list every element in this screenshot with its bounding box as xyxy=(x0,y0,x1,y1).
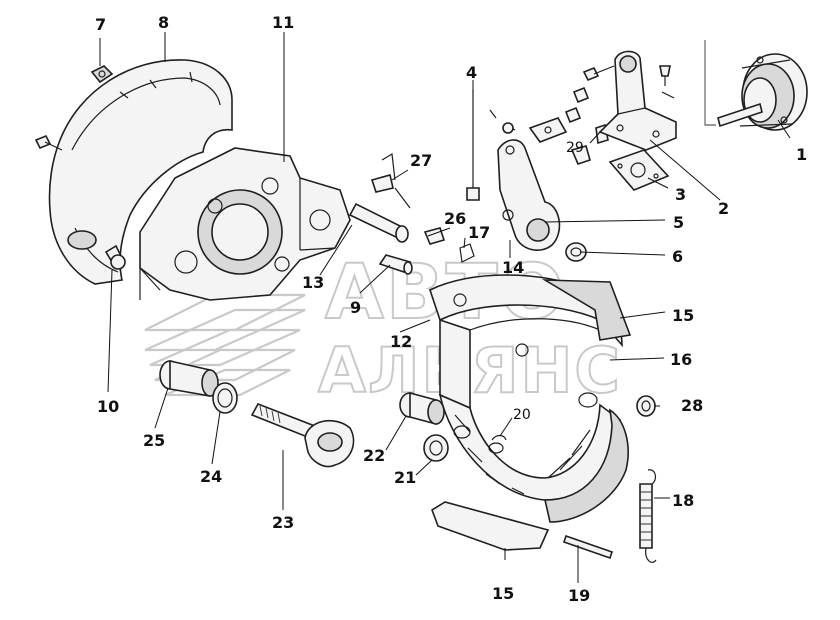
callout-labels: 1 2 3 4 5 6 7 8 9 10 11 12 13 14 15 15 1… xyxy=(95,13,807,605)
callout-12: 12 xyxy=(390,332,412,351)
leader-lines xyxy=(99,32,791,583)
callout-23: 23 xyxy=(272,513,294,532)
chamber-guide-line xyxy=(704,40,716,126)
seal-ring-part xyxy=(212,382,238,414)
callout-7: 7 xyxy=(95,15,106,34)
callout-24: 24 xyxy=(200,467,222,486)
callout-28: 28 xyxy=(681,396,703,415)
callout-27: 27 xyxy=(410,151,432,170)
callout-10: 10 xyxy=(97,397,119,416)
spacer-part xyxy=(565,242,587,262)
callout-29: 29 xyxy=(566,140,584,156)
callout-18: 18 xyxy=(672,491,694,510)
chamber-bracket-part xyxy=(598,50,677,151)
gasket-part xyxy=(608,149,670,191)
callout-26: 26 xyxy=(444,209,466,228)
callout-16: 16 xyxy=(670,350,692,369)
callout-8: 8 xyxy=(158,13,169,32)
callout-14: 14 xyxy=(502,258,524,277)
brake-lining-upper xyxy=(541,279,632,341)
callout-5: 5 xyxy=(673,213,684,232)
grease-fitting-part xyxy=(370,153,411,209)
brake-chamber-part xyxy=(717,53,808,131)
callout-17: 17 xyxy=(468,223,490,242)
callout-22: 22 xyxy=(363,446,385,465)
callout-3: 3 xyxy=(675,185,686,204)
return-spring-part xyxy=(639,469,657,563)
callout-19: 19 xyxy=(568,586,590,605)
clip-part xyxy=(90,65,114,84)
callout-21: 21 xyxy=(394,468,416,487)
callout-25: 25 xyxy=(143,431,165,450)
roller-part xyxy=(423,434,449,462)
brake-lining-lower xyxy=(431,501,550,551)
cam-bushing-part xyxy=(636,395,656,417)
bushing-part xyxy=(159,360,219,397)
brake-shoe-lower xyxy=(438,392,629,523)
callout-20: 20 xyxy=(513,407,531,423)
callout-6: 6 xyxy=(672,247,683,266)
clevis-pin-part xyxy=(466,90,480,201)
roller-pin-part xyxy=(378,254,413,275)
callout-15-lower: 15 xyxy=(492,584,514,603)
brake-spider-part xyxy=(139,147,351,301)
callout-4: 4 xyxy=(466,63,477,82)
slack-adjuster-part xyxy=(497,139,561,251)
callout-11: 11 xyxy=(272,13,294,32)
callout-1: 1 xyxy=(796,145,807,164)
bolt-part xyxy=(110,254,126,270)
dust-shield-part xyxy=(48,59,233,285)
spring-clip-part xyxy=(459,243,475,263)
s-cam-shaft-part xyxy=(250,403,355,468)
shoe-roller-part xyxy=(399,391,445,426)
roller-retainer-part xyxy=(491,434,507,441)
anchor-pin-part xyxy=(348,202,409,243)
bracket-bolts xyxy=(564,65,675,124)
callout-2: 2 xyxy=(718,199,729,218)
anchor-pin-lower xyxy=(562,534,614,560)
callout-15: 15 xyxy=(672,306,694,325)
callout-9: 9 xyxy=(350,298,361,317)
retainer-part xyxy=(423,227,446,245)
shield-bolts xyxy=(34,134,124,263)
callout-13: 13 xyxy=(302,273,324,292)
